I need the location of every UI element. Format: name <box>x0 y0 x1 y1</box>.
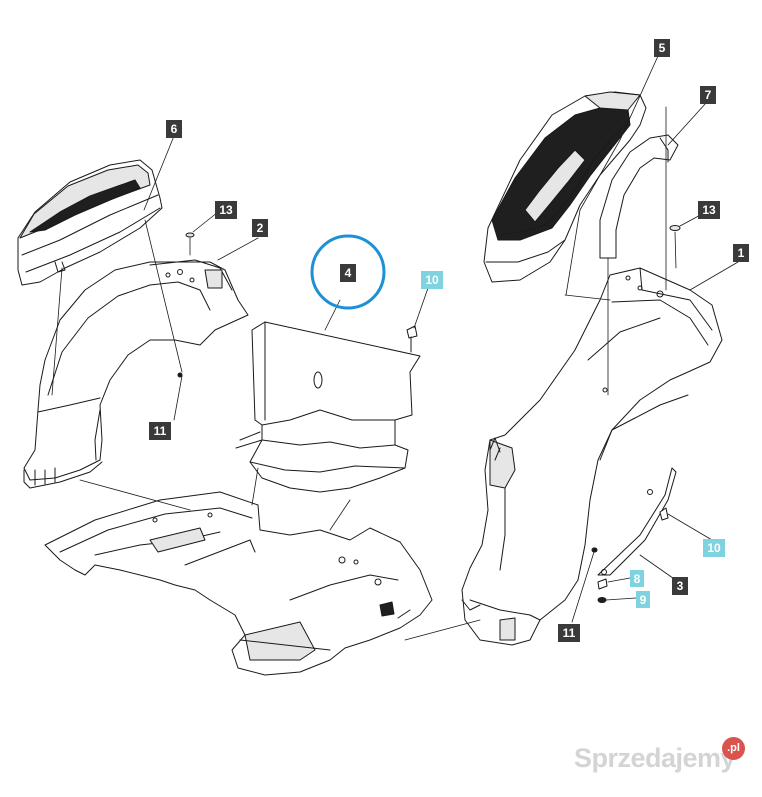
hardware-fasteners <box>177 225 681 603</box>
callout-10-bolt-right: 10 <box>703 539 725 557</box>
watermark-text: Sprzedajemy <box>574 743 736 773</box>
callout-9: 9 <box>636 591 650 608</box>
part-5-seat-cover-right <box>483 91 647 283</box>
part-1-fender-right <box>461 267 723 646</box>
leader-lines <box>51 55 739 641</box>
callout-13-right: 13 <box>698 201 720 219</box>
callout-11-left: 11 <box>149 422 171 440</box>
callout-8: 8 <box>630 570 644 587</box>
callout-1: 1 <box>733 244 749 262</box>
callout-13-left: 13 <box>215 201 237 219</box>
callout-2: 2 <box>252 219 268 237</box>
part-4-rear-panel <box>235 321 421 493</box>
watermark-logo: Sprzedajemy .pl <box>574 737 745 774</box>
part-floorboard <box>44 491 433 676</box>
callout-4: 4 <box>340 264 356 282</box>
callout-11-right: 11 <box>558 624 580 642</box>
part-2-fender-left <box>23 259 249 489</box>
callout-6: 6 <box>166 120 182 138</box>
callout-3: 3 <box>672 577 688 595</box>
watermark-badge: .pl <box>722 737 745 760</box>
part-7-grip <box>599 134 679 259</box>
part-6-seat-cover-left <box>17 159 163 286</box>
callout-10-bolt-left: 10 <box>421 271 443 289</box>
callout-5: 5 <box>654 39 670 57</box>
callout-7: 7 <box>700 86 716 104</box>
highlight-ring <box>310 234 386 310</box>
part-3-bracket <box>597 467 677 576</box>
